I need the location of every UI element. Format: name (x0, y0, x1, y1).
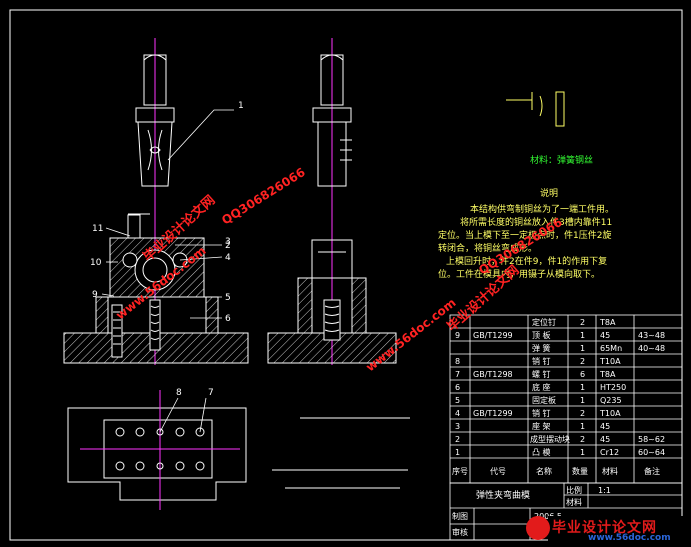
bom-header-no: 序号 (452, 466, 468, 476)
die-assembly-side (267, 239, 397, 364)
callout-10: 10 (90, 258, 102, 268)
description-line: 转闭合，将铜丝弯成形。 (438, 242, 537, 254)
description-title: 说明 (540, 187, 558, 199)
bom-no: 5 (455, 396, 460, 405)
bom-rows: 定位钉 2 T8A 9 GB/T1299 顶 板 1 45 43~48 弹 簧 … (452, 317, 665, 476)
bom-mat: Q235 (600, 396, 622, 405)
callout-2: 2 (225, 241, 231, 251)
bom-header-code: 代号 (490, 466, 506, 476)
scale-label: 比例 (566, 485, 582, 495)
description-line: 本结构供弯制铜丝为了一端工件用。 (470, 203, 614, 215)
bom-code: GB/T1298 (473, 370, 513, 379)
bom-no: 1 (455, 448, 460, 457)
description-line: 位。工件在模具内，用镊子从模向取下。 (438, 268, 600, 280)
logo-url: www.56doc.com (588, 533, 671, 543)
part-detail (506, 91, 565, 127)
bom-qty: 1 (580, 422, 585, 431)
bom-header-note: 备注 (644, 466, 660, 476)
checked-label: 审核 (452, 527, 468, 537)
bom-qty: 1 (580, 396, 585, 405)
bom-note: 40~48 (638, 344, 665, 353)
drawing-frame (9, 9, 683, 541)
drawn-label: 制图 (452, 511, 468, 521)
description-line: 上模回升时，件2在件9，件1的作用下复 (446, 255, 607, 267)
bom-mat: 45 (600, 331, 610, 340)
callout-3: 3 (225, 237, 231, 247)
bom-no: 7 (455, 370, 460, 379)
material-note: 材料：弹簧钢丝 (530, 154, 593, 166)
bom-mat: T8A (599, 318, 616, 327)
bom-no: 4 (455, 409, 460, 418)
bom-name: 凸 模 (532, 447, 551, 457)
bom-mat: 65Mn (600, 344, 622, 353)
callout-5: 5 (225, 293, 231, 303)
bom-name: 底 座 (532, 382, 551, 392)
bom-code: GB/T1299 (473, 409, 513, 418)
bom-name: 螺 钉 (532, 369, 551, 379)
bom-qty: 2 (580, 435, 585, 444)
leader-lines (101, 109, 234, 433)
section-lines (128, 213, 410, 489)
bom-name: 座 架 (532, 421, 551, 431)
bom-mat: 45 (600, 422, 610, 431)
bom-table (449, 314, 683, 541)
bom-no: 9 (455, 331, 460, 340)
bom-mat: T8A (599, 370, 616, 379)
bom-note: 60~64 (638, 448, 665, 457)
bom-name: 弹 簧 (532, 343, 551, 353)
bom-qty: 2 (580, 318, 585, 327)
bom-name: 销 钉 (532, 356, 551, 366)
bom-mat: Cr12 (600, 448, 619, 457)
callout-9: 9 (92, 290, 98, 300)
bom-qty: 1 (580, 331, 585, 340)
bom-mat: HT250 (600, 383, 626, 392)
logo-badge-icon (526, 516, 550, 540)
bom-qty: 1 (580, 383, 585, 392)
bom-name: 定位钉 (532, 317, 556, 327)
bom-qty: 6 (580, 370, 585, 379)
bom-header-name: 名称 (536, 466, 552, 476)
callout-7: 7 (208, 388, 214, 398)
bom-header-mat: 材料 (602, 466, 618, 476)
callout-11: 11 (92, 224, 103, 234)
site-logo[interactable]: 毕业设计论文网 www.56doc.com (526, 516, 688, 544)
material-label: 材料 (566, 497, 582, 507)
bom-qty: 1 (580, 344, 585, 353)
bom-mat: T10A (599, 357, 621, 366)
bom-header-qty: 数量 (572, 466, 588, 476)
bom-mat: T10A (599, 409, 621, 418)
bom-no: 3 (455, 422, 460, 431)
description-line: 将所需长度的铜丝放入件3槽内靠件11 (460, 216, 612, 228)
bom-note: 58~62 (638, 435, 665, 444)
drawing-name: 弹性夹弯曲模 (476, 489, 530, 501)
bom-code: GB/T1299 (473, 331, 513, 340)
scale-value: 1:1 (598, 486, 611, 495)
callout-1: 1 (238, 101, 244, 111)
bom-name: 成型摆动块 (530, 434, 570, 444)
callout-6: 6 (225, 314, 231, 324)
die-top-view (67, 390, 247, 510)
watermark-qq: QQ306826066 (219, 165, 307, 228)
logo-brand: 毕业设计论文网 (552, 520, 657, 536)
callout-4: 4 (225, 253, 231, 263)
bom-no: 8 (455, 357, 460, 366)
bom-qty: 2 (580, 409, 585, 418)
bom-qty: 2 (580, 357, 585, 366)
die-assembly-front (63, 214, 249, 364)
bom-name: 销 钉 (532, 408, 551, 418)
callout-8: 8 (176, 388, 182, 398)
bom-qty: 1 (580, 448, 585, 457)
bom-mat: 45 (600, 435, 610, 444)
bom-no: 6 (455, 383, 460, 392)
description-line: 定位。当上模下至一定极点时，件1压件2旋 (438, 229, 611, 241)
bom-name: 固定板 (532, 395, 556, 405)
bom-note: 43~48 (638, 331, 665, 340)
bom-no: 2 (455, 435, 460, 444)
bom-name: 顶 板 (532, 330, 551, 340)
